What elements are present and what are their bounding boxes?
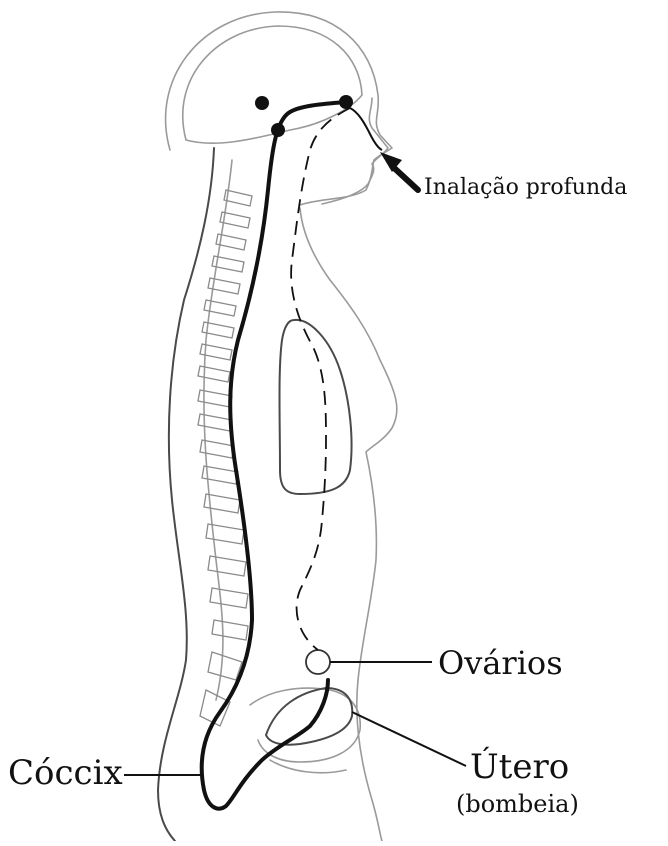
coccyx-label: Cóccix [8, 753, 123, 793]
uterus-label: Útero [470, 746, 569, 787]
inhalation-arrow-head [380, 152, 402, 172]
head-outline [164, 11, 393, 206]
nose-line [349, 107, 383, 151]
inhalation-arrow-shaft [389, 163, 421, 193]
ovaries-label: Ovários [438, 644, 563, 682]
uterus-note-label: (bombeia) [456, 790, 579, 818]
brain-outline [181, 25, 363, 145]
ovary-circle [305, 649, 331, 675]
energy-path-spine [199, 100, 348, 811]
pelvis-inner [269, 759, 347, 774]
face-profile [321, 97, 389, 205]
crown-point [255, 96, 269, 110]
pelvis-outline [249, 687, 361, 763]
energy-path-dashed [290, 107, 351, 651]
uterus-shape [265, 687, 354, 746]
back-outline [157, 147, 215, 842]
pineal-point [271, 123, 285, 137]
forehead-point [339, 95, 353, 109]
inner-back-contour [203, 159, 233, 701]
front-outline [299, 207, 398, 842]
lung-outline [278, 318, 353, 495]
uterus-leader [351, 711, 467, 767]
inhalation-label: Inalação profunda [424, 175, 627, 200]
